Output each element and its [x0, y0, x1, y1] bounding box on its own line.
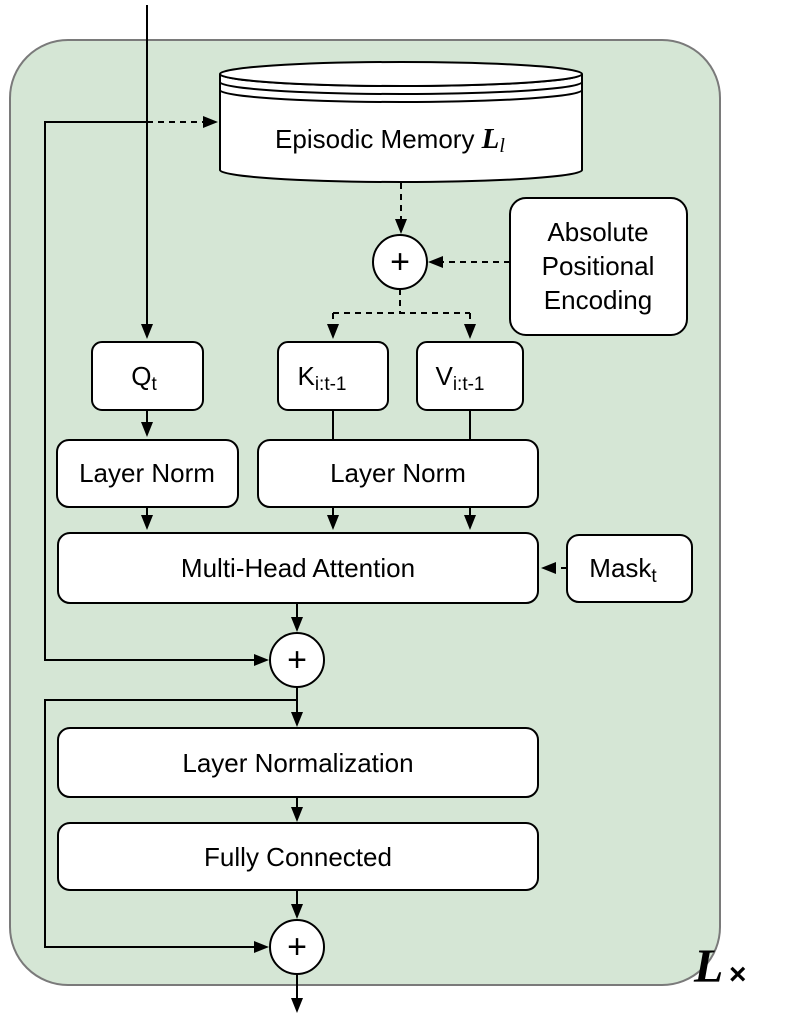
cylinder-top: [219, 61, 583, 87]
q-box: Qt: [91, 341, 204, 411]
v-box: Vi:t-1: [416, 341, 524, 411]
absolute-positional-encoding-box: Absolute Positional Encoding: [509, 197, 688, 336]
mask-label: Maskt: [589, 553, 657, 587]
add-node-1-plus: +: [287, 641, 307, 679]
cylinder-band-1: [219, 81, 583, 95]
ape-line-3: Encoding: [544, 285, 652, 315]
multi-head-attention-box: Multi-Head Attention: [57, 532, 539, 604]
add-node-1: +: [269, 632, 325, 688]
v-label: Vi:t-1: [435, 361, 484, 395]
mha-label: Multi-Head Attention: [181, 553, 415, 583]
repeat-count-label: L×: [693, 940, 746, 993]
q-label: Qt: [131, 361, 157, 395]
layer-normalization-rect: [57, 727, 539, 798]
ape-rect: [509, 197, 688, 336]
episodic-memory-label: Episodic Memory Ll: [275, 123, 505, 157]
add-node-2: +: [269, 919, 325, 975]
layer-normalization-box: Layer Normalization: [57, 727, 539, 798]
layer-norm-q-box: Layer Norm: [56, 439, 239, 508]
edge-residual-2: [44, 699, 297, 953]
q-rect: [91, 341, 204, 411]
k-rect: [277, 341, 389, 411]
mha-rect: [57, 532, 539, 604]
mask-rect: [566, 534, 693, 603]
layer-norm-kv-box: Layer Norm: [257, 439, 539, 508]
layer-norm-kv-rect: [257, 439, 539, 508]
layer-normalization-label: Layer Normalization: [182, 748, 413, 778]
layer-norm-q-label: Layer Norm: [79, 458, 215, 488]
ape-line-1: Absolute: [547, 217, 648, 247]
add-node-1-circle: [269, 632, 325, 688]
cylinder-band-2: [219, 89, 583, 103]
v-rect: [416, 341, 524, 411]
ape-line-2: Positional: [542, 251, 655, 281]
fully-connected-label: Fully Connected: [204, 842, 392, 872]
add-node-2-plus: +: [287, 928, 307, 966]
k-box: Ki:t-1: [277, 341, 389, 411]
k-label: Ki:t-1: [297, 361, 346, 395]
add-node-2-circle: [269, 919, 325, 975]
fully-connected-rect: [57, 822, 539, 891]
mask-box: Maskt: [566, 534, 693, 603]
add-node-top: +: [372, 234, 428, 290]
fully-connected-box: Fully Connected: [57, 822, 539, 891]
layer-norm-kv-label: Layer Norm: [330, 458, 466, 488]
add-node-top-plus: +: [390, 243, 410, 281]
add-node-top-circle: [372, 234, 428, 290]
layer-norm-q-rect: [56, 439, 239, 508]
edge-residual-1: [44, 121, 269, 666]
edge-add-split: [333, 289, 470, 314]
episodic-memory-cylinder: Episodic Memory Ll: [219, 61, 583, 183]
